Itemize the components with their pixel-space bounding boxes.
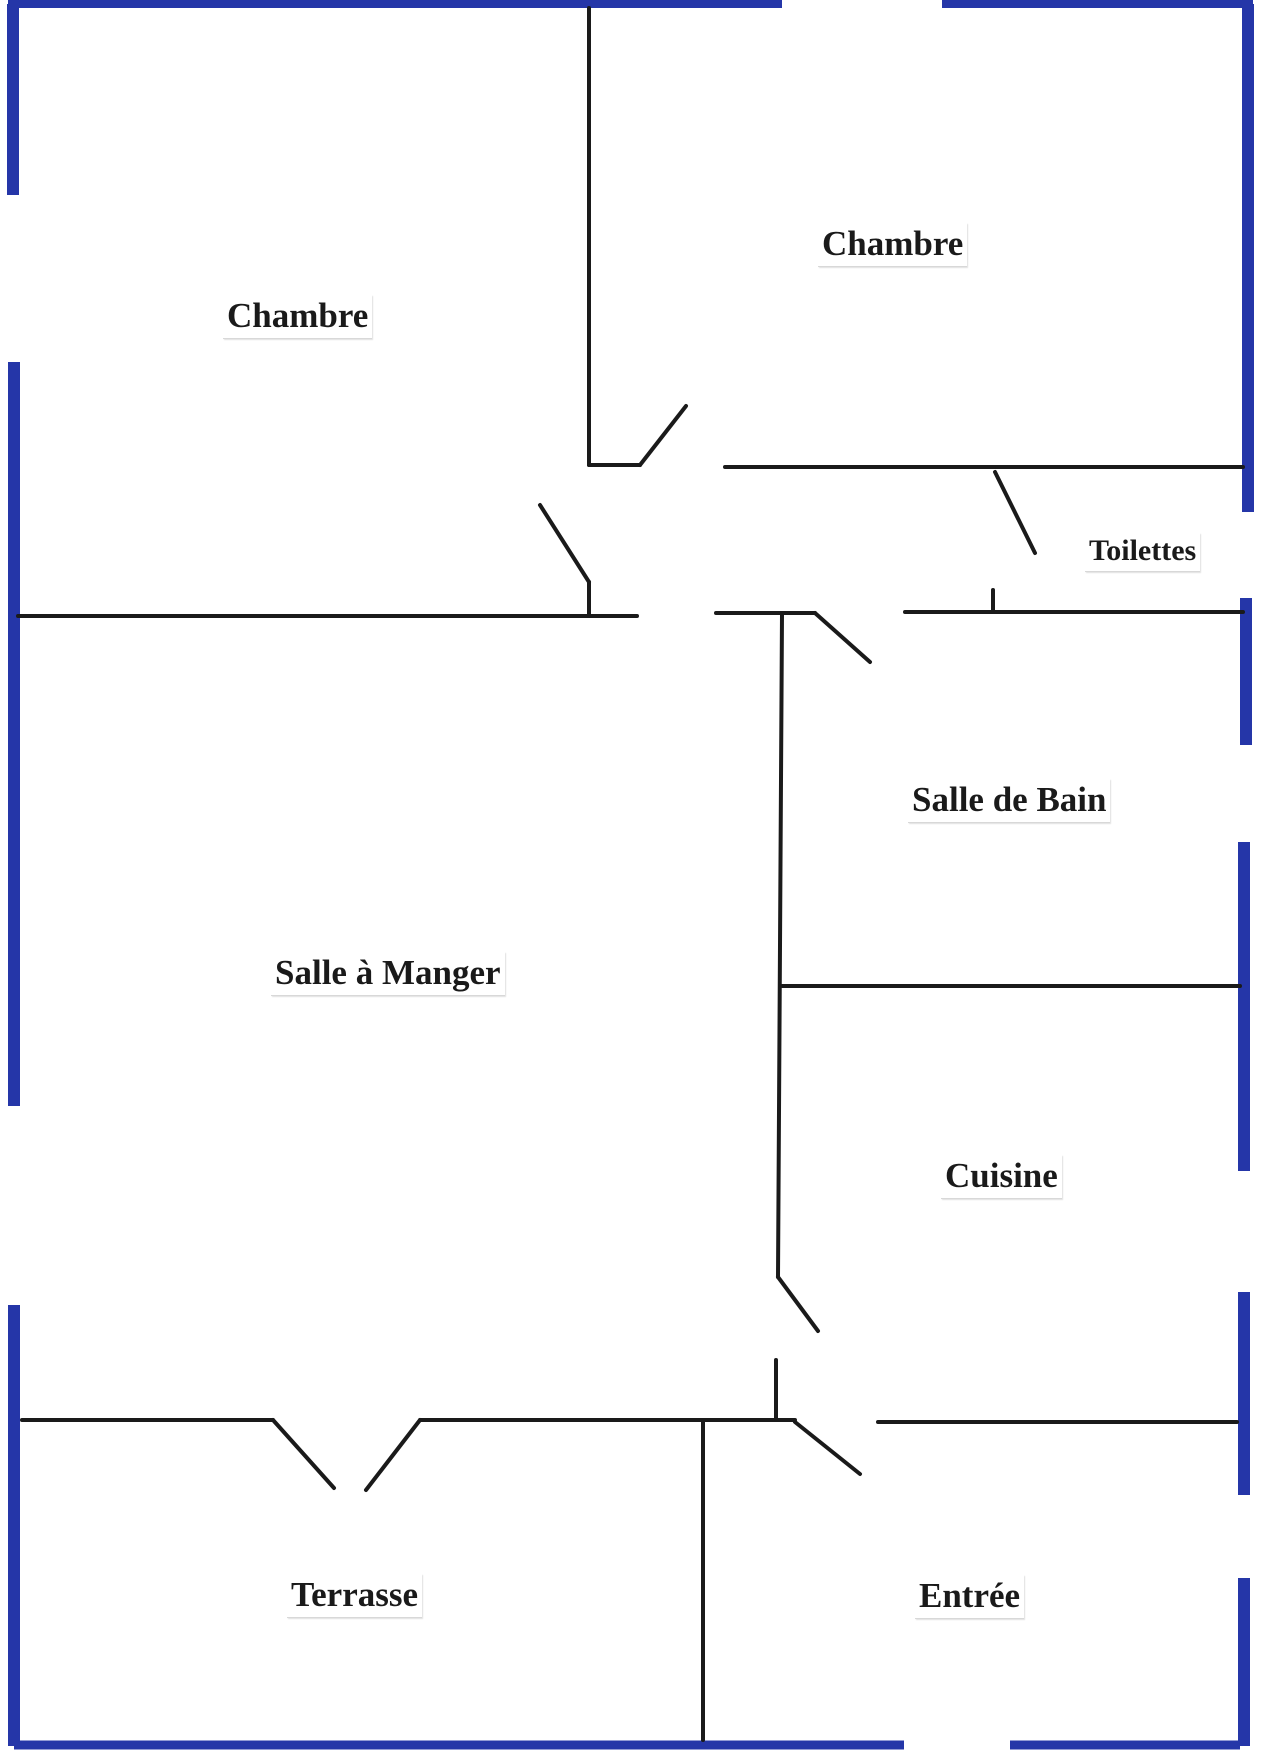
room-label-cuisine: Cuisine bbox=[941, 1155, 1062, 1199]
doors bbox=[271, 404, 1037, 1492]
door-toilettes bbox=[993, 470, 1037, 555]
room-label-chambre-2: Chambre bbox=[818, 223, 968, 267]
door-chambre-2 bbox=[638, 404, 688, 467]
outer-walls bbox=[7, 0, 1254, 1750]
room-label-chambre-1: Chambre bbox=[223, 295, 373, 339]
door-chambre-1 bbox=[538, 503, 591, 584]
door-salle-de-bain bbox=[813, 611, 872, 664]
room-label-salle-a-manger: Salle à Manger bbox=[271, 952, 505, 996]
door-cuisine bbox=[776, 1275, 820, 1333]
room-label-toilettes: Toilettes bbox=[1085, 533, 1201, 572]
room-label-salle-de-bain: Salle de Bain bbox=[908, 779, 1111, 823]
room-label-terrasse: Terrasse bbox=[287, 1574, 423, 1618]
door-entree bbox=[793, 1420, 862, 1476]
room-label-entree: Entrée bbox=[915, 1575, 1025, 1619]
door-terrasse-right bbox=[364, 1418, 422, 1492]
inner-walls bbox=[16, 6, 1245, 1742]
door-terrasse-left bbox=[271, 1418, 336, 1490]
wall-center-vertical bbox=[776, 612, 784, 1279]
